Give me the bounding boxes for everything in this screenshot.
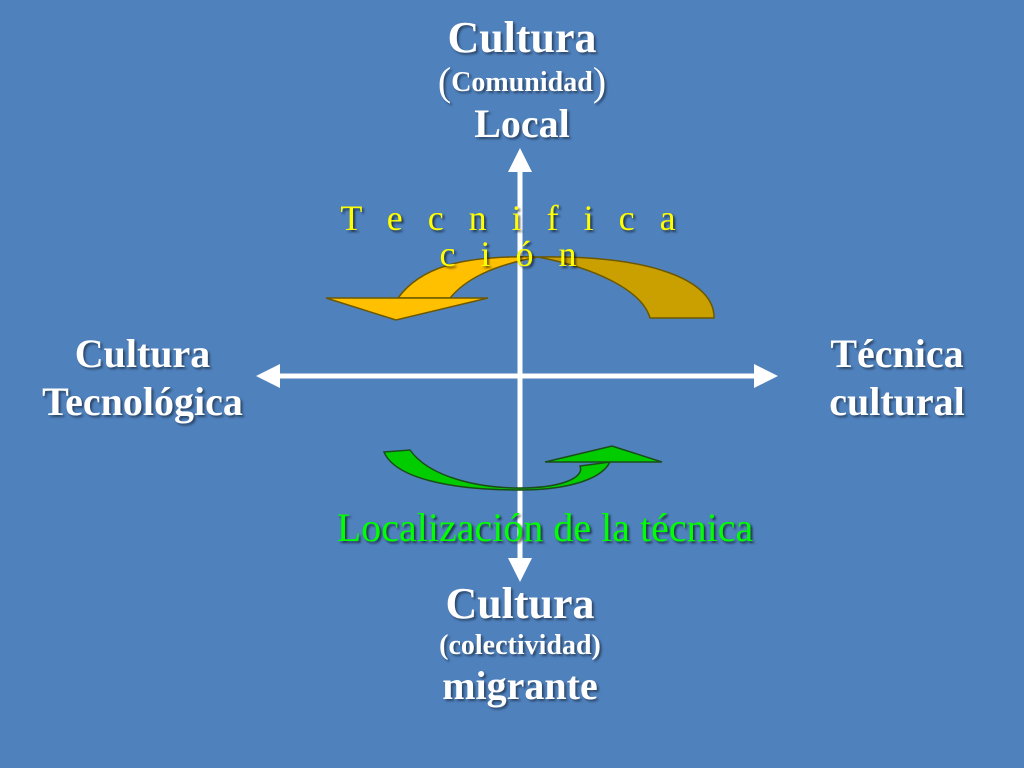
vertical-axis-top-arrowhead — [508, 148, 532, 172]
bottom-label-line1: Cultura — [445, 579, 595, 628]
left-label-cultura-tecnologica: Cultura Tecnológica — [10, 330, 275, 426]
lower-arrow-head — [544, 445, 663, 463]
upper-curved-arrow — [325, 256, 715, 321]
top-label-open-paren: ( — [437, 59, 452, 104]
top-label-line2: (Comunidad) — [372, 62, 672, 102]
top-label-close-paren: ) — [592, 59, 607, 104]
vertical-axis-bottom-arrowhead — [508, 558, 532, 582]
top-label-cultura-local: Cultura (Comunidad) Local — [372, 16, 672, 144]
bottom-label-line2: (colectividad) — [439, 630, 601, 661]
horizontal-axis-right-arrowhead — [754, 364, 778, 388]
left-label-line1: Cultura — [74, 331, 211, 376]
bottom-label-line3: migrante — [442, 663, 598, 708]
top-label-line3: Local — [474, 101, 570, 146]
upper-arrow-right-half — [537, 256, 715, 319]
right-label-line1: Técnica — [830, 331, 964, 376]
left-label-line2: Tecnológica — [42, 379, 243, 424]
top-label-comunidad: Comunidad — [451, 67, 593, 98]
localizacion-label: Localización de la técnica — [336, 505, 754, 550]
right-label-tecnica-cultural: Técnica cultural — [772, 330, 1022, 426]
bottom-label-cultura-migrante: Cultura (colectividad) migrante — [370, 582, 670, 706]
lower-curved-arrow — [382, 445, 663, 491]
tecnificacion-label: T e c n i f i c a c i ó n — [340, 198, 684, 274]
right-label-line2: cultural — [829, 379, 965, 424]
horizontal-axis-left-arrowhead — [256, 364, 280, 388]
upper-arrow-head — [325, 297, 489, 321]
top-label-line1: Cultura — [447, 13, 597, 62]
axes — [256, 148, 778, 582]
